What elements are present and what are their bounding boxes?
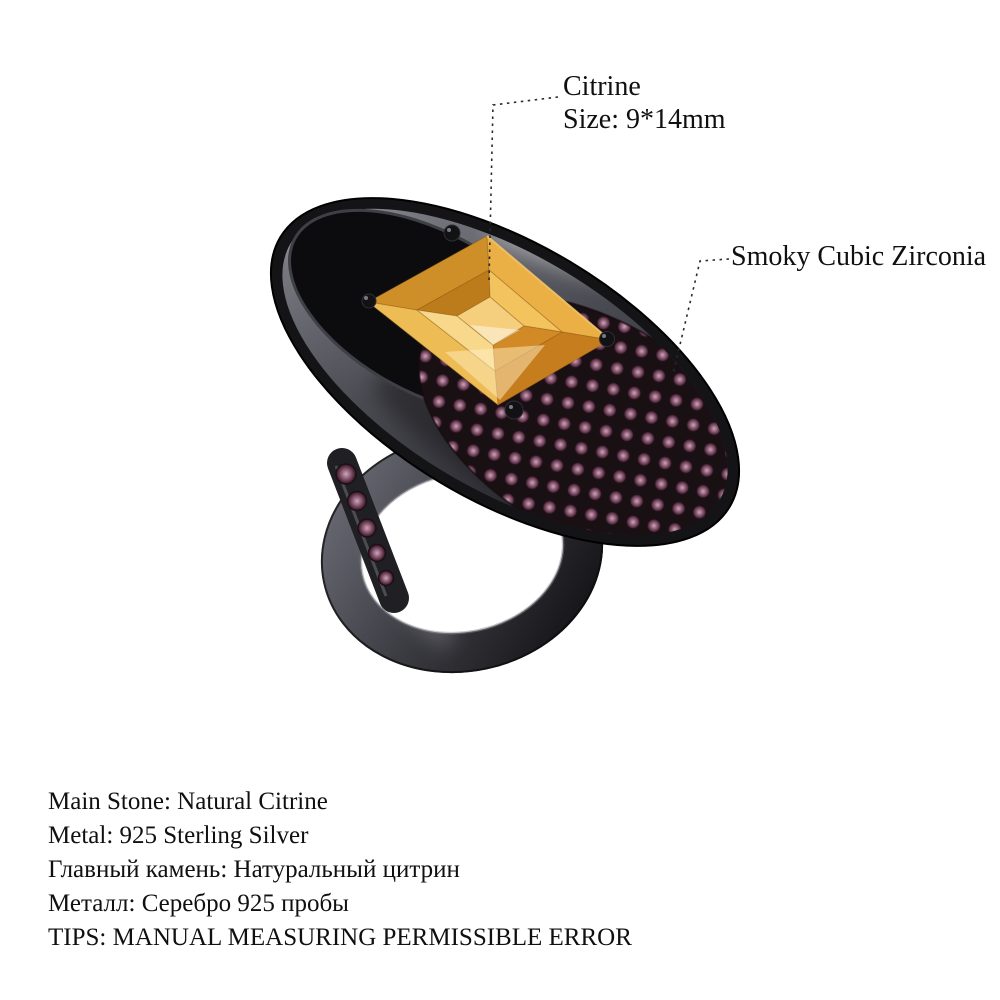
spec-text-block: Main Stone: Natural Citrine Metal: 925 S… xyxy=(48,785,632,955)
shoulder-stones xyxy=(327,448,409,613)
leader-line-zirconia xyxy=(672,258,730,375)
stone-prongs xyxy=(361,224,615,420)
annotation-citrine: Citrine Size: 9*14mm xyxy=(563,70,726,136)
spec-line-tips: TIPS: MANUAL MEASURING PERMISSIBLE ERROR xyxy=(48,924,632,951)
leader-line-citrine xyxy=(488,96,559,282)
citrine-stone xyxy=(366,234,612,407)
spec-line-metal-ru: Металл: Серебро 925 пробы xyxy=(48,890,349,917)
spec-line-main-stone: Main Stone: Natural Citrine xyxy=(48,788,328,815)
annotation-zirconia: Smoky Cubic Zirconia xyxy=(731,240,986,273)
spec-line-main-stone-ru: Главный камень: Натуральный цитрин xyxy=(48,856,460,883)
citrine-label: Citrine xyxy=(563,71,641,102)
citrine-size-label: Size: 9*14mm xyxy=(563,104,726,135)
zirconia-label: Smoky Cubic Zirconia xyxy=(731,241,987,272)
spec-line-metal: Metal: 925 Sterling Silver xyxy=(48,822,309,849)
